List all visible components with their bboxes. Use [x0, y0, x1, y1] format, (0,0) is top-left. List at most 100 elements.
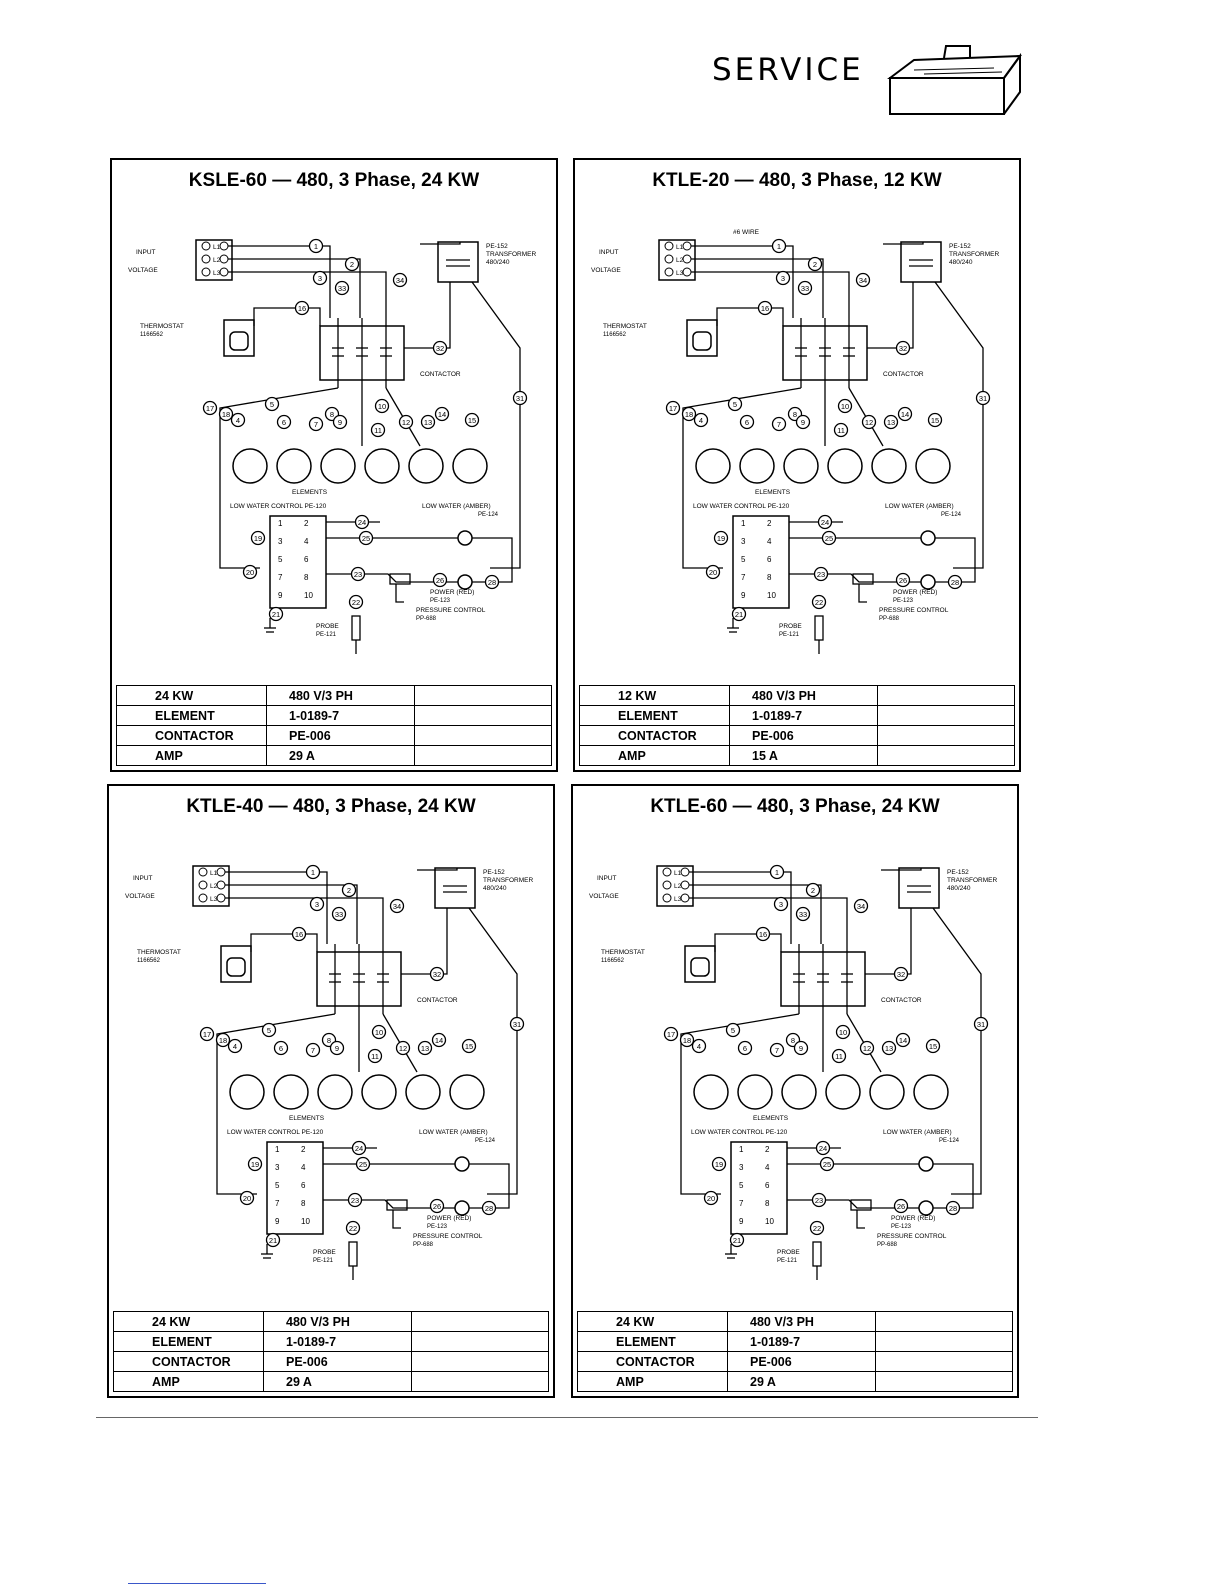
transformer-symbol [898, 867, 940, 909]
wire-number-bubble [344, 256, 360, 272]
wire-number-bubble [308, 416, 324, 432]
wire-number-label: 22 [352, 598, 360, 607]
wire-number-label: 23 [351, 1196, 359, 1205]
contactor-label: CONTACTOR [420, 371, 461, 378]
control-terminal-label: 2 [767, 519, 772, 528]
wire-number-bubble [713, 530, 729, 546]
thermostat-part: 1166562 [601, 958, 625, 964]
wire-number-bubble [239, 1190, 255, 1206]
wire-number-bubble [350, 566, 366, 582]
wire [420, 242, 461, 245]
control-terminal-label: 8 [304, 573, 309, 582]
terminal-screw [682, 254, 692, 264]
wire-number-bubble [859, 1040, 875, 1056]
wire-number-bubble [681, 406, 697, 422]
wire-number-label: 12 [863, 1044, 871, 1053]
control-terminal-label: 2 [301, 1145, 306, 1154]
elements-label: ELEMENTS [292, 489, 328, 496]
heating-element [693, 1074, 729, 1110]
heating-element [232, 448, 268, 484]
wire [404, 282, 451, 349]
control-terminal-label: 9 [275, 1217, 280, 1226]
low-water-control-block [730, 1141, 788, 1235]
thermostat-part: 1166562 [603, 332, 627, 338]
control-terminal-label: 10 [765, 1217, 774, 1226]
wire-number-label: 4 [699, 416, 703, 425]
heating-element [739, 448, 775, 484]
heating-element [695, 448, 731, 484]
wire-number-bubble [881, 1040, 897, 1056]
wire [714, 933, 782, 952]
wire-number-bubble [947, 574, 963, 590]
wire-number-label: 14 [435, 1036, 443, 1045]
terminal-label: L2 [674, 883, 682, 890]
wire-number-label: 32 [899, 344, 907, 353]
transformer-part: PE-152 [949, 243, 971, 250]
wire-number-bubble [392, 272, 408, 288]
wire [471, 281, 521, 569]
wire-number-bubble [273, 1040, 289, 1056]
wire-number-label: 3 [779, 900, 783, 909]
thermostat-symbol [684, 945, 716, 983]
transformer-label: TRANSFORMER [486, 251, 537, 258]
wire-number-bubble [925, 1038, 941, 1054]
control-terminal-label: 6 [767, 555, 772, 564]
heating-element [408, 448, 444, 484]
wire-number-label: 21 [733, 1236, 741, 1245]
wire-number-bubble [819, 1156, 835, 1172]
wire-number-label: 12 [399, 1044, 407, 1053]
wire [856, 1210, 865, 1229]
wire-number-label: 10 [375, 1028, 383, 1037]
heating-element [781, 1074, 817, 1110]
wire-number-label: 24 [358, 518, 366, 527]
wire-number-bubble [793, 1040, 809, 1056]
thermostat-label: THERMOSTAT [603, 323, 647, 330]
terminal-label: L2 [213, 257, 221, 264]
amber-light-icon [920, 530, 936, 546]
control-terminal-label: 2 [765, 1145, 770, 1154]
wire-number-bubble [795, 906, 811, 922]
wire-number-label: 8 [791, 1036, 795, 1045]
wire-number-label: 17 [206, 404, 214, 413]
terminal-screw [198, 867, 208, 877]
wire-number-label: 2 [811, 886, 815, 895]
probe-part: PE-121 [316, 632, 337, 638]
wire-number-bubble [973, 1016, 989, 1032]
control-terminal-label: 4 [765, 1163, 770, 1172]
thermostat-symbol [220, 945, 252, 983]
thermostat-dial [229, 331, 249, 351]
wire-number-label: 9 [799, 1044, 803, 1053]
thermostat-label: THERMOSTAT [137, 949, 181, 956]
control-terminal-label: 4 [767, 537, 772, 546]
wire-number-bubble [897, 406, 913, 422]
power-part: PE-123 [891, 1224, 912, 1230]
voltage-label: VOLTAGE [589, 893, 619, 900]
wire-number-bubble [389, 898, 405, 914]
voltage-label: VOLTAGE [591, 267, 621, 274]
wire-number-bubble [398, 414, 414, 430]
wire-number-label: 15 [468, 416, 476, 425]
wire-number-label: 2 [347, 886, 351, 895]
heating-element [405, 1074, 441, 1110]
wire-number-bubble [711, 1156, 727, 1172]
transformer-label: TRANSFORMER [483, 877, 534, 884]
pressure-control-label: PRESSURE CONTROL [413, 1233, 483, 1240]
wire-number-label: 34 [857, 902, 865, 911]
transformer-rating: 480/240 [947, 885, 971, 892]
heating-element [449, 1074, 485, 1110]
terminal-label: L1 [676, 244, 684, 251]
wire-number-bubble [893, 966, 909, 982]
wire-number-label: 31 [977, 1020, 985, 1029]
wire-number-bubble [218, 406, 234, 422]
thermostat-label: THERMOSTAT [140, 323, 184, 330]
wire-number-label: 12 [402, 418, 410, 427]
power-red-label: POWER (RED) [893, 589, 937, 596]
wire [858, 584, 867, 603]
wire-number-bubble [861, 414, 877, 430]
control-terminal-label: 6 [765, 1181, 770, 1190]
wire-number-label: 5 [733, 400, 737, 409]
